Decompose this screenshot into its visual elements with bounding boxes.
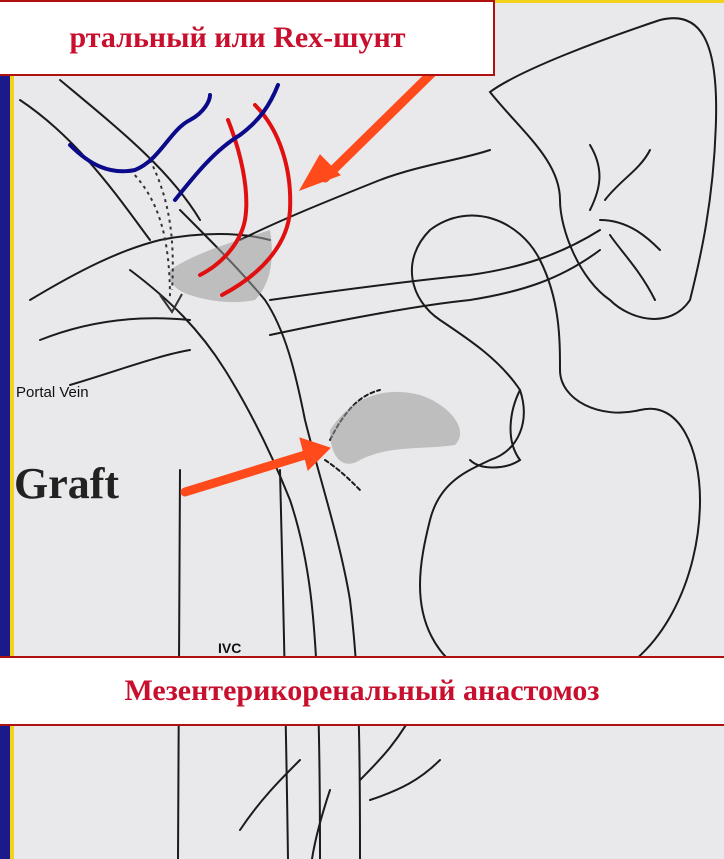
arrow-rex-shaft	[325, 70, 435, 178]
portal-vein-right-wall	[180, 210, 360, 859]
kidney-outline	[412, 216, 700, 690]
mesocaval-callout-text: Мезентерикоренальный анастомоз	[124, 674, 599, 708]
rex-shading	[170, 230, 272, 302]
arrow-graft-head	[300, 438, 330, 470]
portal-vein-label-leader	[70, 350, 190, 385]
arrow-graft-shaft	[185, 455, 305, 492]
arrow-rex-head	[300, 155, 340, 190]
graft-label: Graft	[14, 458, 119, 509]
spleen-outline	[490, 18, 716, 319]
renal-hilum	[470, 390, 520, 468]
liver-lower-edge	[40, 318, 190, 340]
vessel-line-2	[175, 85, 278, 200]
portal-vein-label: Portal Vein	[16, 384, 89, 401]
flow-arrow-dotted	[130, 170, 170, 300]
rex-shunt-callout: ртальный или Rex-шунт	[0, 0, 495, 76]
splenic-vein	[270, 230, 600, 335]
rex-shunt-callout-text: ртальный или Rex-шунт	[69, 21, 405, 55]
mesocaval-callout: Мезентерикоренальный анастомоз	[0, 656, 724, 726]
splenic-branches	[590, 145, 660, 300]
ivc-label: IVC	[218, 640, 241, 656]
graft-shading	[330, 392, 460, 464]
